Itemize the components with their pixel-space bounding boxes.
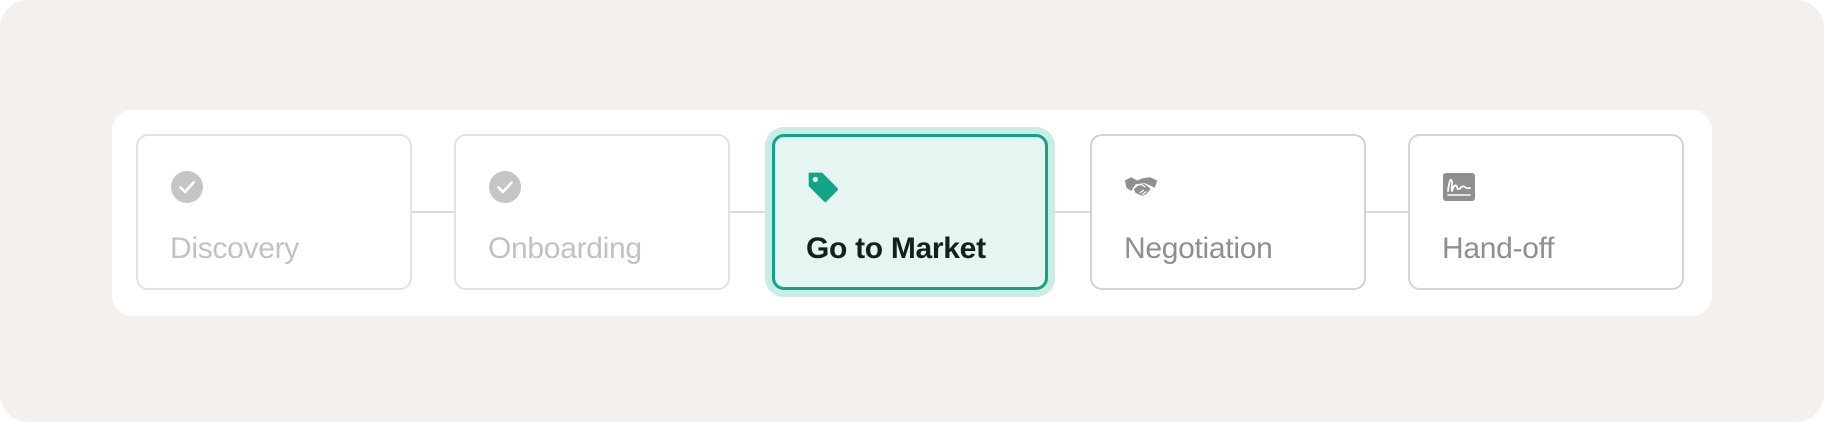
signature-icon [1442,170,1476,204]
step-discovery[interactable]: Discovery [136,134,412,290]
step-connector [412,211,454,213]
step-hand-off[interactable]: Hand-off [1408,134,1684,290]
step-go-to-market[interactable]: Go to Market [772,134,1048,290]
check-circle-icon [170,170,204,204]
price-tag-icon [806,170,840,204]
step-label: Negotiation [1124,232,1273,265]
progress-stepper: Discovery Onboarding Go to Market [112,110,1712,316]
step-label: Discovery [170,232,299,265]
step-label: Hand-off [1442,232,1555,265]
step-label: Onboarding [488,232,642,265]
step-connector [1048,211,1090,213]
step-connector [1366,211,1408,213]
step-connector [730,211,772,213]
step-negotiation[interactable]: Negotiation [1090,134,1366,290]
check-circle-icon [488,170,522,204]
step-label: Go to Market [806,232,986,265]
step-onboarding[interactable]: Onboarding [454,134,730,290]
handshake-icon [1124,170,1158,204]
